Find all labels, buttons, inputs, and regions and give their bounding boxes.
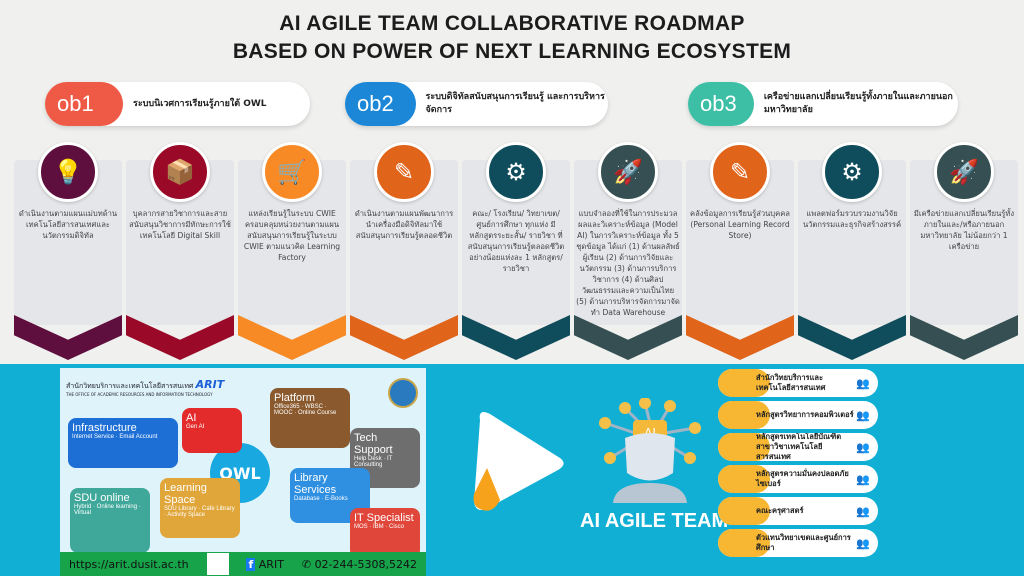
team-members-list: สำนักวิทยบริการและเทคโนโลยีสารสนเทศ👥 หลัก… [718,369,878,561]
team-member-pill: หลักสูตรความมั่นคงปลอดภัยไซเบอร์👥 [718,465,878,493]
ai-robot-icon: AI [599,398,701,503]
roadmap-column: 🚀 แบบจำลองที่ใช้ในการประมวลผลและวิเคราะห… [574,142,682,360]
people-icon: 👥 [856,536,870,550]
cart-search-icon: 🛒 [262,142,322,202]
org-name: สำนักวิทยบริการและเทคโนโลยีสารสนเทศ ARIT… [66,378,225,397]
people-icon: 👥 [856,408,870,422]
team-member-pill: หลักสูตรวิทยาการคอมพิวเตอร์👥 [718,401,878,429]
objective-code: ob2 [345,82,416,126]
objective-ob2: ob2 ระบบดิจิทัลสนับสนุนการเรียนรู้ และกา… [345,82,608,126]
roadmap-column: ⚙ คณะ/ โรงเรียน/ วิทยาเขต/ ศูนย์การศึกษา… [462,142,570,360]
team-member-pill: คณะครุศาสตร์👥 [718,497,878,525]
gear-cycle-icon: ⚙ [822,142,882,202]
facebook-link[interactable]: f ARIT [246,557,284,571]
people-icon: 👥 [856,472,870,486]
team-member-pill: ตัวแทนวิทยาเขตและศูนย์การศึกษา👥 [718,529,878,557]
roadmap-column: 💡 ดำเนินงานตามแผนแม่บทด้านเทคโนโลยีสารสน… [14,142,122,360]
column-description: บุคลากรสายวิชาการและสายสนับสนุนวิชาการมี… [129,209,231,240]
column-description: ดำเนินงานตามแผนแม่บทด้านเทคโนโลยีสารสนเท… [18,209,118,240]
people-icon: 👥 [856,440,870,454]
roadmap-column: ✎ คลังข้อมูลการเรียนรู้ส่วนบุคคล (Person… [686,142,794,360]
university-seal [388,378,418,408]
column-description: คลังข้อมูลการเรียนรู้ส่วนบุคคล (Personal… [690,209,790,240]
box-icon: 📦 [150,142,210,202]
column-description: มีเครือข่ายแลกเปลี่ยนเรียนรู้ทั้งภายในแล… [913,209,1015,251]
rocket-icon: 🚀 [598,142,658,202]
objective-label: ระบบดิจิทัลสนับสนุนการเรียนรู้ และการบริ… [425,92,605,115]
owl-logo: OWL [210,443,270,503]
qr-code [206,553,229,575]
website-link[interactable]: https://arit.dusit.ac.th [68,557,189,571]
objective-ob1: ob1 ระบบนิเวศการเรียนรู้ภายใต้ OWL [45,82,310,126]
team-member-pill: สำนักวิทยบริการและเทคโนโลยีสารสนเทศ👥 [718,369,878,397]
rocket-icon: 🚀 [934,142,994,202]
poster-footer: https://arit.dusit.ac.th f ARIT ✆ 02-244… [60,552,426,576]
team-member-pill: หลักสูตรเทคโนโลยีบัณฑิต สาขาวิชาเทคโนโลย… [718,433,878,461]
roadmap-column: ⚙ แพลตฟอร์มรวบรวมงานวิจัย นวัตกรรมและธุร… [798,142,906,360]
team-label: AI AGILE TEAM [580,510,729,532]
lightbulb-icon: 💡 [38,142,98,202]
objective-code: ob1 [45,82,123,126]
objective-code: ob3 [688,82,754,126]
checklist-icon: ✎ [374,142,434,202]
column-description: ดำเนินงานตามแผนพัฒนาการนำเครื่องมือดิจิท… [354,209,454,240]
play-arrow-icon [473,412,564,511]
people-icon: 👥 [856,376,870,390]
column-description: แบบจำลองที่ใช้ในการประมวลผลและวิเคราะห์ข… [576,209,680,317]
roadmap-column: ✎ ดำเนินงานตามแผนพัฒนาการนำเครื่องมือดิจ… [350,142,458,360]
objective-ob3: ob3 เครือข่ายแลกเปลี่ยนเรียนรู้ทั้งภายใน… [688,82,958,126]
roadmap-column: 📦 บุคลากรสายวิชาการและสายสนับสนุนวิชาการ… [126,142,234,360]
column-description: แพลตฟอร์มรวบรวมงานวิจัย นวัตกรรมและธุรกิ… [802,209,902,229]
column-description: คณะ/ โรงเรียน/ วิทยาเขต/ ศูนย์การศึกษา ท… [467,209,565,273]
page-title: AI AGILE TEAM COLLABORATIVE ROADMAP BASE… [232,12,792,63]
checklist-icon: ✎ [710,142,770,202]
people-icon: 👥 [856,504,870,518]
gear-cycle-icon: ⚙ [486,142,546,202]
roadmap-column: 🚀 มีเครือข่ายแลกเปลี่ยนเรียนรู้ทั้งภายใน… [910,142,1018,360]
arit-poster: สำนักวิทยบริการและเทคโนโลยีสารสนเทศ ARIT… [60,368,426,576]
column-description: แหล่งเรียนรู้ในระบบ CWIE ครอบคลุมหน่วยงา… [243,209,341,262]
objective-label: เครือข่ายแลกเปลี่ยนเรียนรู้ทั้งภายในและภ… [763,92,953,115]
roadmap-column: 🛒 แหล่งเรียนรู้ในระบบ CWIE ครอบคลุมหน่วย… [238,142,346,360]
phone-number: ✆ 02-244-5308,5242 [301,557,417,571]
objective-label: ระบบนิเวศการเรียนรู้ภายใต้ OWL [133,98,267,109]
